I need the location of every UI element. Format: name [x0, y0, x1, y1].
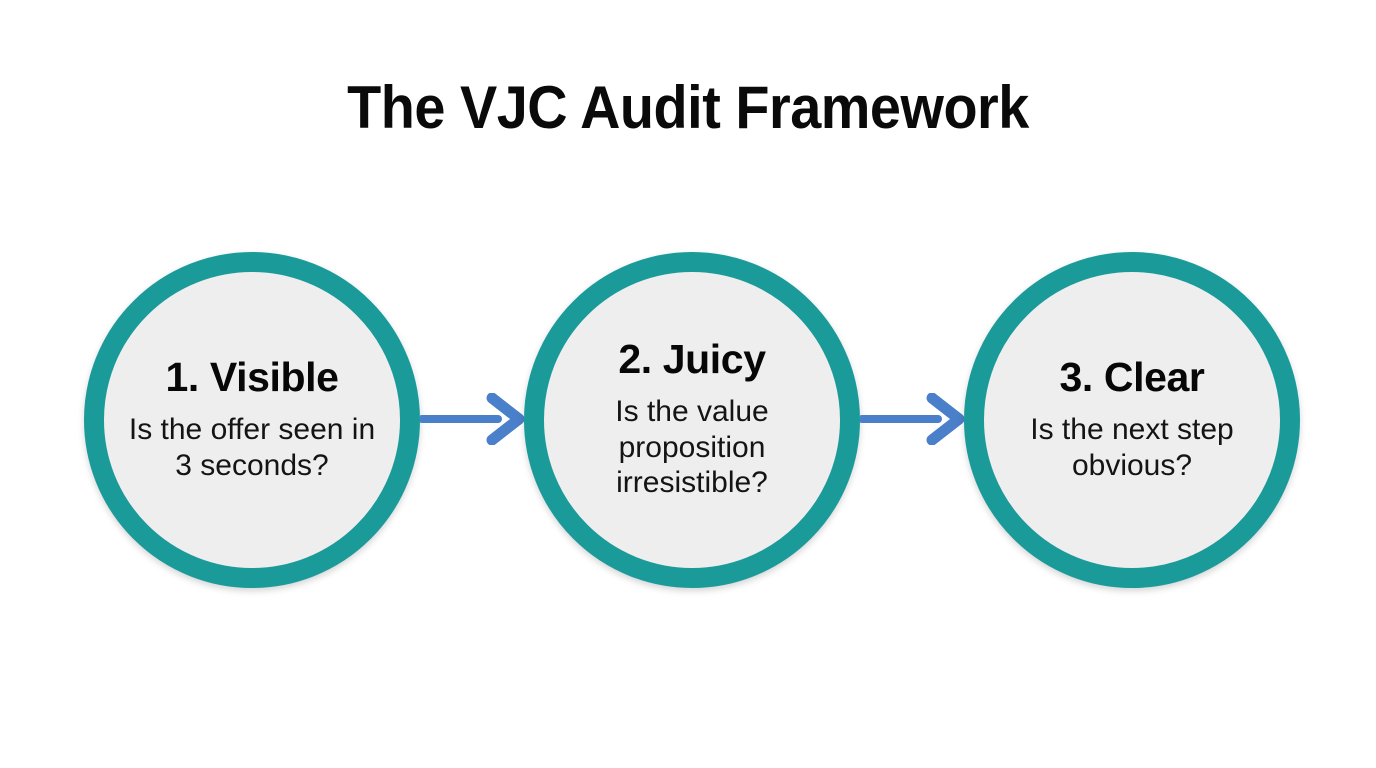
step-question: Is the value proposition irresistible? [615, 394, 769, 500]
arrow-right-icon [858, 392, 968, 446]
step-heading: 3. Clear [1059, 353, 1205, 400]
step-node-juicy: 2. Juicy Is the value proposition irresi… [524, 252, 860, 588]
arrow-right-glyph [418, 392, 525, 446]
step-heading: 1. Visible [165, 353, 339, 400]
step-node-clear: 3. Clear Is the next step obvious? [964, 252, 1300, 588]
arrow-right-glyph [858, 392, 965, 446]
arrow-right-icon [418, 392, 528, 446]
step-node-visible: 1. Visible Is the offer seen in 3 second… [84, 252, 420, 588]
step-question: Is the offer seen in 3 seconds? [128, 412, 376, 482]
page-title: The VJC Audit Framework [347, 74, 1029, 141]
step-question: Is the next step obvious? [1030, 412, 1234, 482]
step-heading: 2. Juicy [618, 335, 766, 382]
